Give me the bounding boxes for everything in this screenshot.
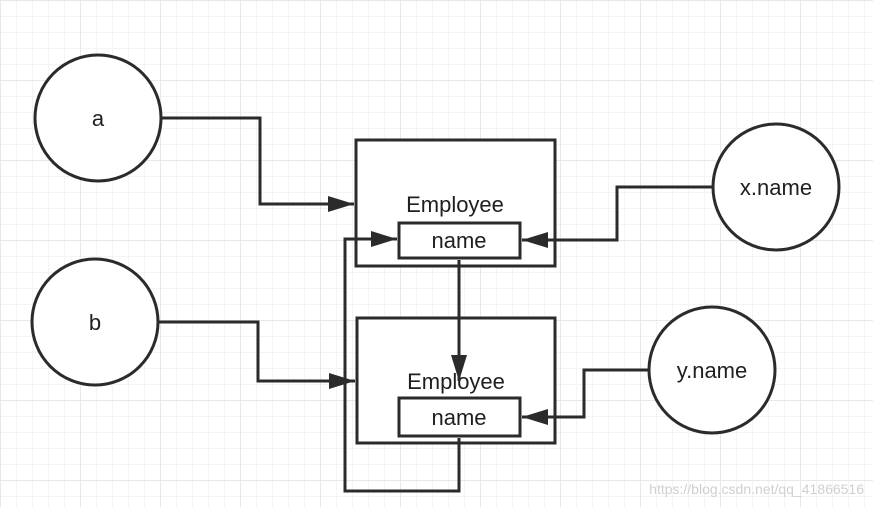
arrow-yname-to-name-bottom <box>522 368 649 425</box>
arrow-name-bottom-loop-to-name-top <box>343 231 461 493</box>
name-label-top: name <box>431 228 486 253</box>
node-b-circle <box>30 257 160 387</box>
employee-label-bottom: Employee <box>407 369 505 394</box>
watermark-text: https://blog.csdn.net/qq_41866516 <box>649 481 864 497</box>
node-yname-circle <box>647 305 777 435</box>
arrow-a-to-employee-top <box>161 116 354 212</box>
name-field-top <box>397 221 522 260</box>
node-a-circle <box>33 53 163 183</box>
node-yname-label: y.name <box>677 358 748 383</box>
node-xname-circle <box>711 122 841 252</box>
name-field-bottom <box>397 396 522 438</box>
employee-label-top: Employee <box>406 192 504 217</box>
arrow-xname-to-name-top <box>522 185 713 248</box>
node-xname-label: x.name <box>740 175 812 200</box>
name-label-bottom: name <box>431 405 486 430</box>
node-a-label: a <box>92 106 105 131</box>
node-b-label: b <box>89 310 101 335</box>
arrow-b-to-employee-bottom <box>158 320 355 389</box>
